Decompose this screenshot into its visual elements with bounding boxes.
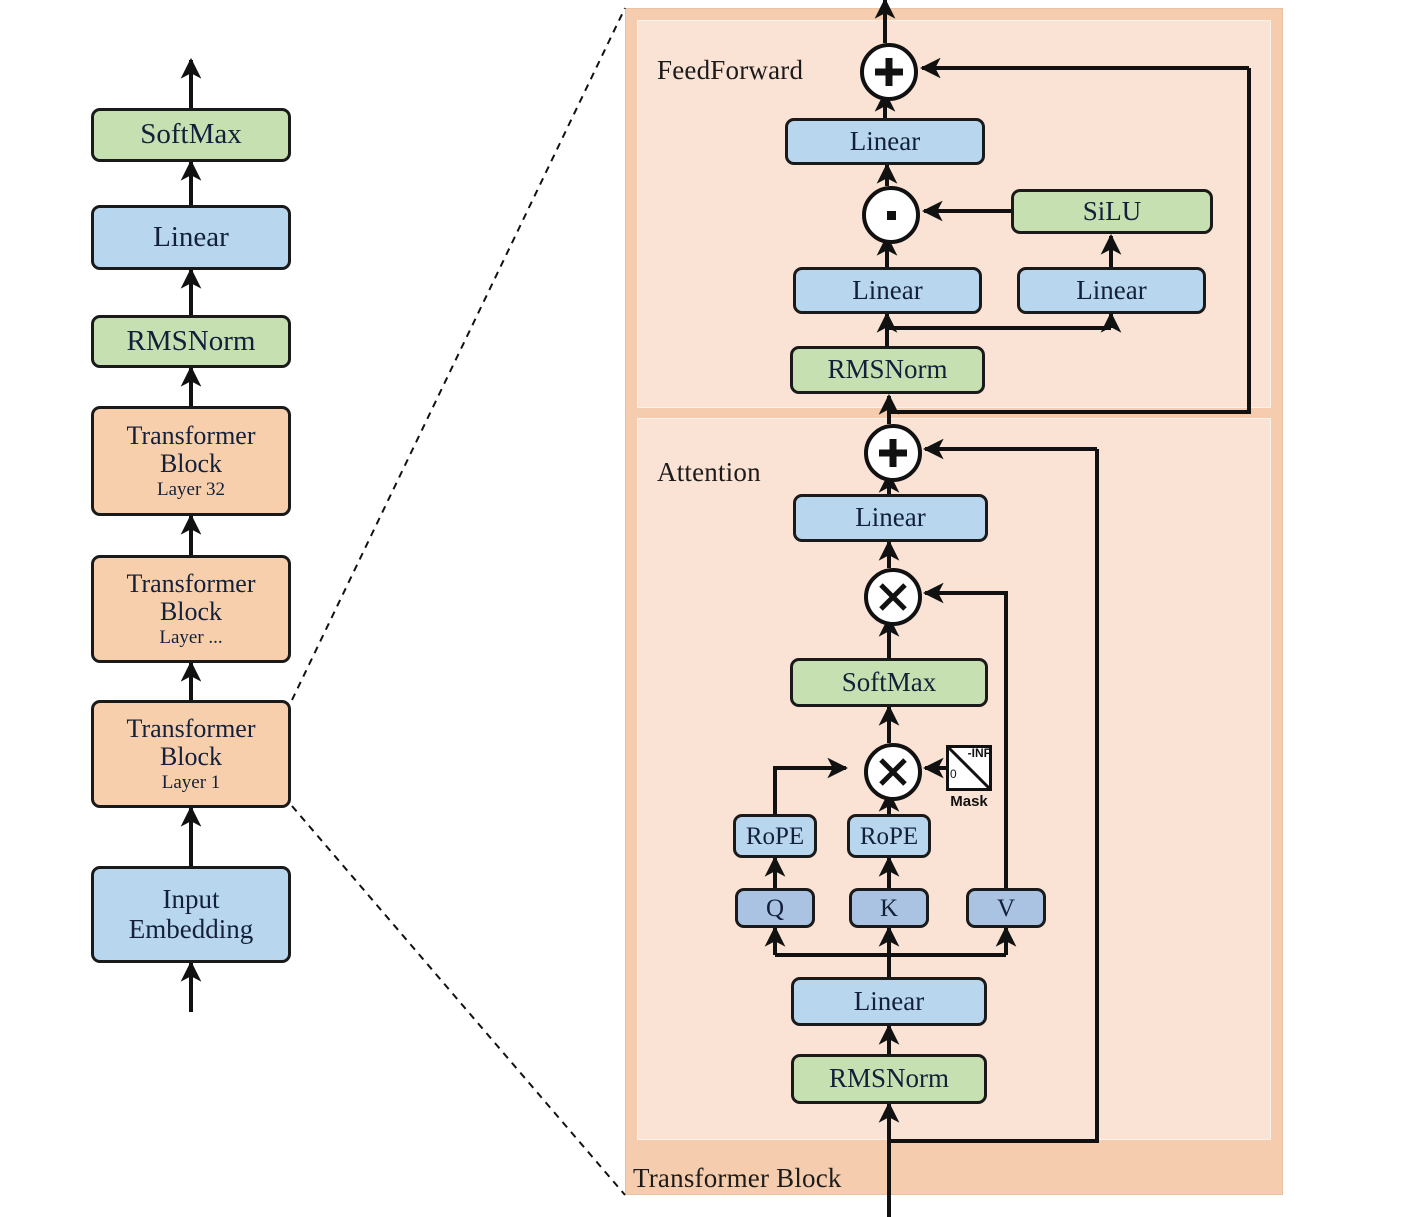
left-node-input-embedding[interactable]: Input Embedding (91, 866, 291, 963)
node-label: Linear (852, 274, 923, 305)
node-label-line2: Block (159, 448, 223, 478)
node-sublabel: Layer 1 (161, 771, 221, 793)
node-label: Linear (849, 125, 921, 156)
node-label: RMSNorm (126, 324, 256, 357)
attn-softmax[interactable]: SoftMax (790, 658, 988, 707)
mask-lower-value: 0 (950, 767, 957, 781)
node-label-line2: Block (159, 596, 223, 626)
left-node-transformer-block-mid[interactable]: Transformer Block Layer ... (91, 555, 291, 663)
attn-q[interactable]: Q (735, 888, 815, 928)
attention-label: Attention (657, 457, 761, 487)
feedforward-elementwise-product-icon (862, 186, 920, 244)
node-label-line2: Block (159, 741, 223, 771)
node-label: Linear (853, 985, 925, 1016)
node-label: K (879, 894, 899, 922)
node-label: RMSNorm (827, 354, 948, 385)
node-label: V (996, 894, 1016, 922)
attn-k[interactable]: K (849, 888, 929, 928)
node-label: RMSNorm (828, 1063, 950, 1094)
node-sublabel: Layer ... (159, 626, 223, 648)
attn-out-linear[interactable]: Linear (793, 494, 988, 542)
node-label: SoftMax (841, 666, 937, 697)
attn-qkv-linear[interactable]: Linear (791, 977, 987, 1026)
attention-qk-matmul-icon (864, 743, 922, 801)
left-node-transformer-block-1[interactable]: Transformer Block Layer 1 (91, 700, 291, 808)
ff-down-linear[interactable]: Linear (785, 118, 985, 165)
feedforward-label: FeedForward (657, 55, 804, 85)
node-label: Linear (855, 502, 926, 533)
ff-up-linear[interactable]: Linear (1017, 267, 1206, 314)
attn-v[interactable]: V (966, 888, 1046, 928)
callout-dashed-lines (291, 7, 626, 1196)
attn-rmsnorm[interactable]: RMSNorm (791, 1054, 987, 1104)
left-node-linear[interactable]: Linear (91, 205, 291, 270)
node-label: Transformer (126, 568, 256, 598)
node-sublabel: Layer 32 (156, 478, 226, 500)
node-label: SoftMax (140, 118, 242, 151)
node-label: Linear (1076, 274, 1147, 305)
node-label: RoPE (745, 822, 805, 850)
mask-caption: Mask (950, 793, 988, 810)
attention-add-icon (864, 424, 922, 482)
ff-gate-linear[interactable]: Linear (793, 267, 982, 314)
attention-av-matmul-icon (864, 568, 922, 626)
mask-diagonal (947, 746, 991, 790)
node-label: RoPE (859, 822, 919, 850)
left-node-softmax[interactable]: SoftMax (91, 108, 291, 162)
node-label: Linear (153, 220, 229, 253)
ff-rmsnorm[interactable]: RMSNorm (790, 346, 985, 394)
attn-rope-q[interactable]: RoPE (733, 814, 817, 858)
mask-upper-value: -INF (967, 746, 991, 760)
left-node-transformer-block-32[interactable]: Transformer Block Layer 32 (91, 406, 291, 516)
node-label: Transformer (126, 713, 256, 743)
left-node-rmsnorm[interactable]: RMSNorm (91, 315, 291, 368)
ff-silu[interactable]: SiLU (1011, 189, 1213, 234)
node-label: Transformer (126, 420, 256, 450)
attention-mask-icon: -INF 0 Mask (946, 745, 992, 810)
node-label: Input (162, 884, 220, 915)
feedforward-add-icon (860, 43, 918, 101)
node-label: Q (765, 894, 785, 922)
transformer-block-outer-label: Transformer Block (633, 1163, 842, 1193)
node-label: SiLU (1082, 195, 1142, 226)
node-label-line2: Embedding (128, 913, 254, 944)
attn-rope-k[interactable]: RoPE (847, 814, 931, 858)
